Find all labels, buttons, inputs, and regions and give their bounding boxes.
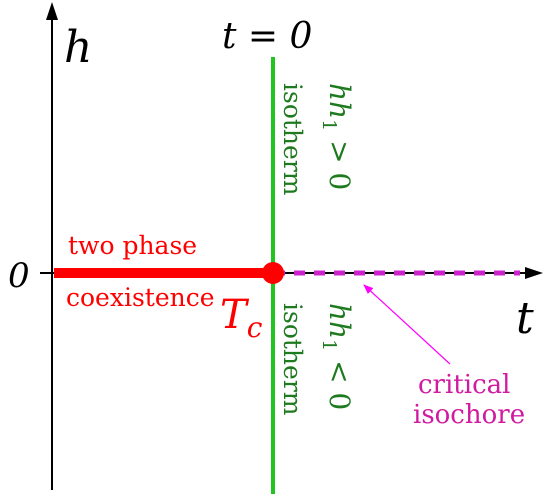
lower-subscript: 1 — [318, 339, 340, 351]
upper-subscript: 1 — [318, 119, 340, 131]
lower-relation: < 0 — [323, 351, 356, 410]
upper-relation: > 0 — [323, 131, 356, 190]
lower-isotherm-condition: hh1 < 0 — [318, 303, 356, 410]
h-axis-arrowhead — [46, 2, 58, 20]
h-axis-label: h — [64, 22, 92, 73]
coexistence-label-line2: coexistence — [66, 283, 215, 312]
isotherm-equation-label: t = 0 — [222, 16, 312, 57]
isochore-label-line2: isochore — [413, 400, 525, 430]
critical-point-marker — [262, 262, 284, 284]
zero-label: 0 — [8, 256, 30, 296]
critical-point-label: Tc — [220, 292, 263, 344]
isochore-label-line1: critical — [418, 370, 510, 400]
upper-isotherm-word: isotherm — [278, 83, 307, 196]
lower-isotherm-word: isotherm — [278, 303, 307, 416]
upper-isotherm-condition: hh1 > 0 — [318, 83, 356, 190]
t-axis-label: t — [516, 293, 534, 344]
t-axis-arrowhead — [525, 267, 543, 279]
coexistence-label-line1: two phase — [68, 231, 197, 260]
isochore-pointer-arrow — [363, 284, 451, 365]
